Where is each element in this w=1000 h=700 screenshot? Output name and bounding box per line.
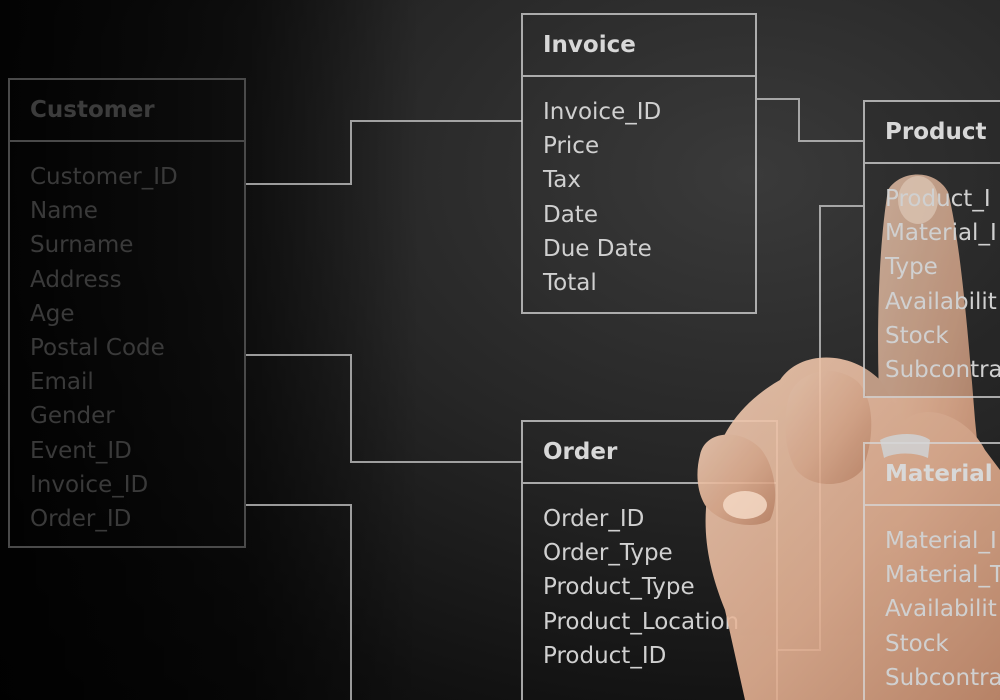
thumb-nail <box>723 491 767 519</box>
product-field: Availabilit <box>885 288 997 315</box>
ring-icon <box>880 434 930 458</box>
product-field: Product_I <box>885 186 991 212</box>
invoice-table-title: Invoice <box>523 15 755 77</box>
material-field: Material_T <box>885 562 1000 589</box>
invoice-field: Total <box>543 270 597 297</box>
curled-finger <box>785 370 872 485</box>
order-field: Order_ID <box>543 506 645 532</box>
invoice-field: Tax <box>543 167 581 194</box>
order-table: Order Order_ID Order_Type Product_Type P… <box>521 420 778 700</box>
customer-field: Address <box>30 266 122 293</box>
customer-field: Age <box>30 300 75 327</box>
customer-field: Event_ID <box>30 437 132 464</box>
material-field: Subcontra <box>885 664 1000 691</box>
invoice-field: Price <box>543 133 600 160</box>
product-table: Product Product_I Material_I Type Availa… <box>863 100 1000 398</box>
customer-table: Customer Customer_ID Name Surname Addres… <box>8 78 246 548</box>
product-field: Subcontra <box>885 357 1000 384</box>
order-field: Product_Location <box>543 608 740 635</box>
material-table-title: Material <box>865 444 1000 506</box>
material-field: Availabilit <box>885 596 997 623</box>
order-table-title: Order <box>523 422 776 484</box>
customer-field: Invoice_ID <box>30 471 149 498</box>
customer-field: Postal Code <box>30 335 165 362</box>
invoice-table: Invoice Invoice_ID Price Tax Date Due Da… <box>521 13 757 314</box>
line-customer-lower <box>246 504 352 700</box>
material-field: Stock <box>885 630 949 657</box>
line-customer-invoice <box>246 120 522 185</box>
product-field: Material_I <box>885 220 997 247</box>
customer-field: Gender <box>30 403 115 430</box>
product-field: Stock <box>885 322 949 349</box>
material-field: Material_I <box>885 528 997 554</box>
material-table: Material Material_I Material_T Availabil… <box>863 442 1000 700</box>
customer-table-title: Customer <box>10 80 244 142</box>
order-field: Product_ID <box>543 642 667 669</box>
customer-field: Customer_ID <box>30 164 178 190</box>
customer-field: Name <box>30 198 98 225</box>
invoice-field: Date <box>543 201 598 228</box>
order-field: Product_Type <box>543 574 695 601</box>
customer-field: Order_ID <box>30 506 132 533</box>
product-field: Type <box>885 254 938 281</box>
invoice-field: Invoice_ID <box>543 99 662 125</box>
line-customer-order <box>246 354 522 463</box>
fingernail <box>898 176 938 224</box>
customer-field: Email <box>30 369 94 396</box>
customer-field: Surname <box>30 232 134 259</box>
product-table-title: Product <box>865 102 1000 164</box>
line-invoice-product <box>757 98 863 142</box>
invoice-field: Due Date <box>543 235 652 262</box>
order-field: Order_Type <box>543 540 673 567</box>
